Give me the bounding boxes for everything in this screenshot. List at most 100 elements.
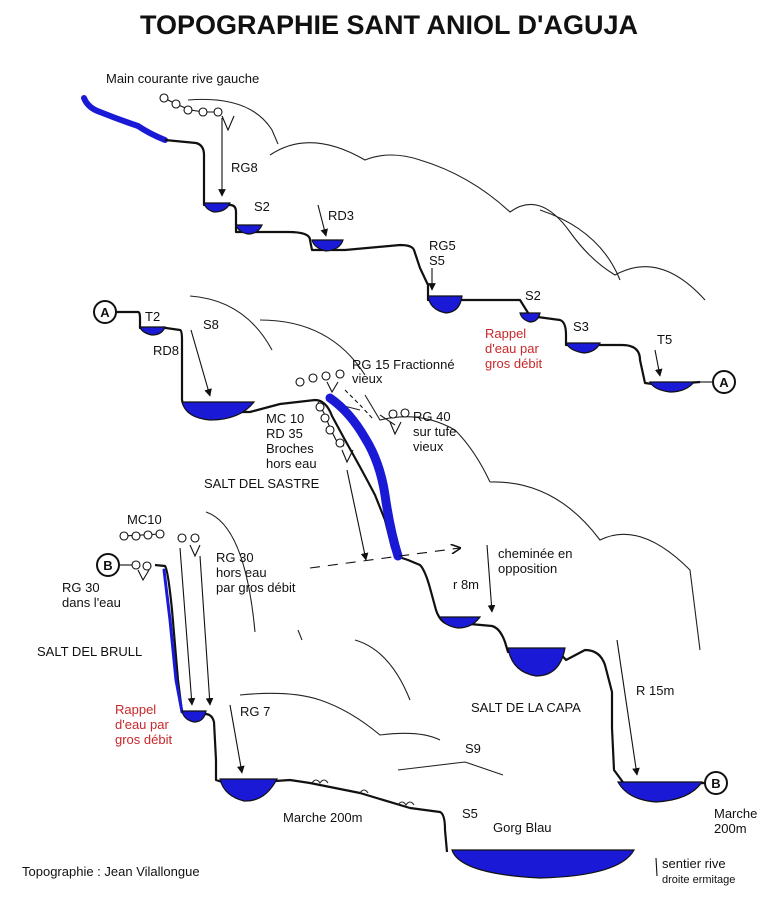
pool — [181, 401, 256, 421]
path-marker — [655, 857, 658, 877]
rappel-arrow — [346, 469, 369, 561]
label-gorg-blau: Gorg Blau — [493, 820, 552, 835]
ridge-line — [297, 629, 303, 641]
anchor-bolt — [171, 99, 181, 109]
label-marche-200m: Marche 200m — [283, 810, 362, 825]
fractionne-line — [344, 389, 375, 421]
pool — [311, 239, 344, 252]
ridge-line — [259, 319, 366, 376]
pool — [203, 202, 231, 213]
pool — [616, 781, 704, 803]
pool — [565, 342, 601, 354]
ridge-line — [239, 692, 441, 741]
label-r15m: R 15m — [636, 683, 674, 698]
marker-a-start: A — [93, 300, 117, 324]
rappel-arrow — [179, 547, 196, 706]
rappel-anchor-v — [389, 421, 402, 436]
label-cheminee: cheminée en opposition — [498, 546, 576, 576]
boulder — [359, 789, 369, 794]
label-rg5: RG5 — [429, 238, 456, 253]
marker-b-start: B — [96, 553, 120, 577]
label-s2: S2 — [254, 199, 270, 214]
label-rg30-dans-eau: RG 30 dans l'eau — [62, 580, 121, 610]
rappel-arrow — [199, 555, 214, 706]
ridge-line — [205, 511, 256, 633]
label-mc10: MC10 — [127, 512, 162, 527]
label-s9: S9 — [465, 741, 481, 756]
marker-a-end: A — [712, 370, 736, 394]
label-salt-del-sastre: SALT DEL SASTRE — [204, 476, 320, 491]
main-courante-water — [81, 95, 168, 143]
anchor-bolt — [335, 438, 345, 448]
label-salt-del-brull: SALT DEL BRULL — [37, 644, 142, 659]
label-rg40: RG 40 sur tufe vieux — [413, 409, 460, 454]
ridge-line — [379, 414, 396, 426]
pool — [649, 381, 696, 393]
anchor-bolt — [119, 531, 129, 541]
canyon-profile-upper — [164, 138, 701, 387]
label-rg7: RG 7 — [240, 704, 270, 719]
pool — [181, 710, 207, 723]
pool — [507, 647, 566, 677]
rappel-note: Rappel d'eau par gros débit — [485, 326, 542, 371]
rappel-arrow — [616, 639, 640, 776]
rappel-arrow — [317, 204, 328, 237]
anchor-bolt — [400, 408, 410, 418]
rappel-note: Rappel d'eau par gros débit — [115, 702, 172, 747]
anchor-bolt — [159, 93, 169, 103]
anchor-bolt — [143, 530, 153, 540]
label-s5: S5 — [462, 806, 478, 821]
svg-text:B: B — [103, 558, 112, 573]
diagram-title: TOPOGRAPHIE SANT ANIOL D'AGUJA — [140, 10, 638, 40]
label-main-courante: Main courante rive gauche — [106, 71, 259, 86]
anchor-bolt — [142, 561, 152, 571]
canyon-profile-middle — [116, 310, 706, 787]
anchor-bolt — [183, 105, 193, 115]
pool — [451, 849, 636, 879]
rappel-anchor-v — [189, 544, 201, 558]
ridge-line — [189, 295, 273, 351]
section-3: B B — [37, 511, 757, 886]
label-rd8: RD8 — [153, 343, 179, 358]
ridge-line — [187, 98, 279, 145]
salt-del-brull-water — [162, 568, 184, 714]
label-s8: S8 — [203, 317, 219, 332]
label-rg8: RG8 — [231, 160, 258, 175]
anchor-bolt — [388, 409, 398, 419]
anchor-bolt — [315, 402, 325, 412]
anchor-bolt — [321, 371, 331, 381]
rappel-arrow — [654, 349, 663, 377]
anchor-bolt — [177, 533, 187, 543]
anchor-bolt — [320, 413, 330, 423]
label-sentier-rive-droite: sentier rive droite ermitage — [662, 856, 735, 886]
section-1: Main courante rive gauche RG8 S2 RD3 RG5… — [81, 71, 736, 394]
rappel-anchor-v — [221, 115, 235, 132]
anchor-bolt — [295, 377, 305, 387]
anchor-bolt — [155, 529, 165, 539]
pool — [235, 224, 263, 235]
ridge-line — [397, 761, 504, 776]
label-t5: T5 — [657, 332, 672, 347]
svg-text:A: A — [719, 375, 729, 390]
section-2: A T2 — [93, 295, 706, 803]
label-s2: S2 — [525, 288, 541, 303]
anchor-bolt — [198, 107, 208, 117]
anchor-bolt — [335, 369, 345, 379]
pool — [139, 326, 166, 336]
rappel-anchor-v — [341, 449, 354, 464]
rappel-arrow — [190, 329, 212, 397]
svg-text:A: A — [100, 305, 110, 320]
rappel-anchor-v — [137, 569, 150, 582]
ridge-line — [539, 209, 621, 281]
svg-text:B: B — [711, 776, 720, 791]
anchor-bolt — [213, 107, 223, 117]
label-rd3: RD3 — [328, 208, 354, 223]
marker-b-end: B — [704, 771, 728, 795]
salt-del-sastre-water — [325, 393, 403, 561]
boulder — [311, 779, 329, 784]
traverse-arrow — [309, 548, 460, 569]
anchor-bolt — [308, 373, 318, 383]
label-mc10-rd35: MC 10 RD 35 Broches hors eau — [266, 411, 317, 471]
anchor-bolt — [131, 531, 141, 541]
